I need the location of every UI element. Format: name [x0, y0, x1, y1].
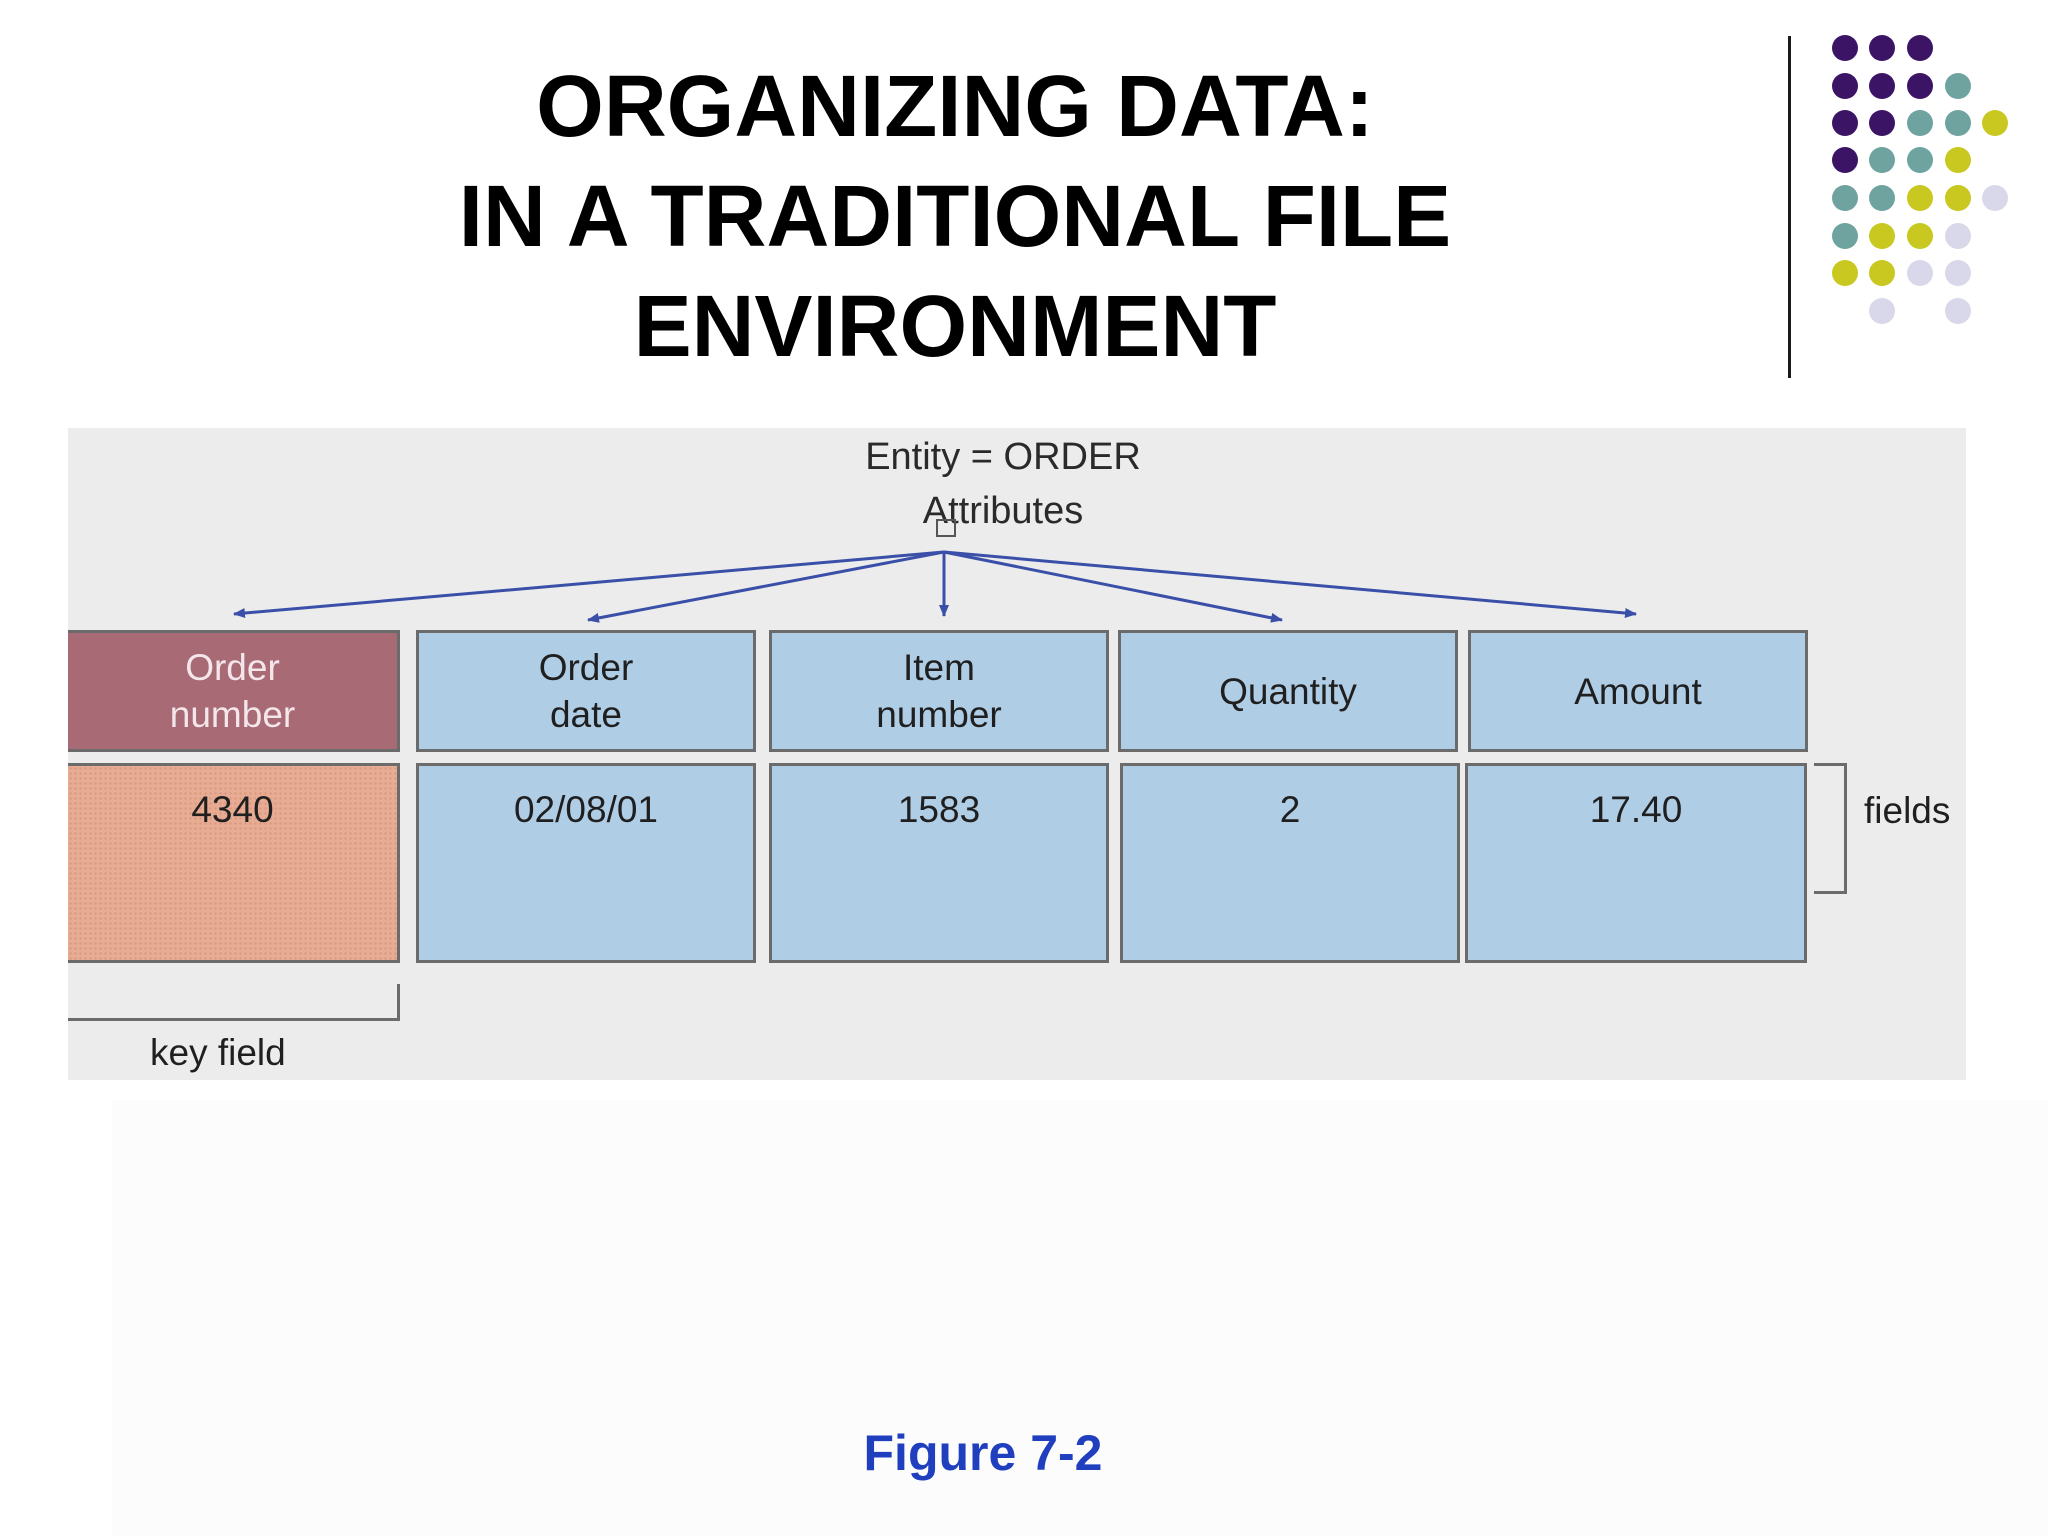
decorative-dot: [1869, 147, 1895, 173]
decorative-dot: [1832, 260, 1858, 286]
decorative-dot: [1832, 110, 1858, 136]
slide-background: [112, 1100, 2048, 1536]
field-value-text: 17.40: [1589, 789, 1683, 830]
decorative-dot: [1907, 147, 1933, 173]
field-value-text: 1583: [897, 789, 981, 830]
field-header-label: Quantity: [1219, 670, 1357, 712]
field-value-text: 02/08/01: [513, 789, 659, 830]
decorative-dot: [1832, 185, 1858, 211]
decorative-dot: [1945, 185, 1971, 211]
title-divider: [1788, 36, 1791, 378]
attributes-label: Attributes: [922, 490, 1084, 532]
field-value-amount: 17.40: [1465, 763, 1807, 963]
attribute-arrows: [233, 519, 1637, 623]
decorative-dot: [1832, 73, 1858, 99]
fields-bracket: [1814, 763, 1847, 894]
field-value-order-number: 4340: [68, 763, 400, 963]
decorative-dot: [1832, 147, 1858, 173]
field-header-order-date: Order date: [416, 630, 756, 752]
decorative-dot: [1945, 110, 1971, 136]
field-header-item-number: Item number: [769, 630, 1109, 752]
title-line-3: ENVIRONMENT: [633, 278, 1277, 375]
attribute-arrow: [943, 550, 1283, 623]
decorative-dot: [1869, 110, 1895, 136]
attribute-arrow: [233, 550, 945, 619]
decorative-dot: [1869, 35, 1895, 61]
field-header-amount: Amount: [1468, 630, 1808, 752]
decorative-dot: [1832, 35, 1858, 61]
decorative-dot: [1869, 298, 1895, 324]
fields-label: fields: [1864, 790, 1951, 831]
field-value-item-number: 1583: [769, 763, 1109, 963]
decorative-dot: [1907, 35, 1933, 61]
decorative-dot: [1869, 260, 1895, 286]
field-header-label: Order number: [169, 647, 296, 735]
field-header-label: Item number: [876, 647, 1002, 735]
field-value-text: 2: [1279, 789, 1301, 830]
entity-diagram: Entity = ORDER Attributes Order number O…: [68, 428, 1966, 1080]
decorative-dot: [1945, 260, 1971, 286]
figure-caption: Figure 7-2: [863, 1425, 1103, 1481]
key-field-label: key field: [150, 1032, 286, 1073]
attribute-arrow: [587, 550, 945, 623]
field-value-order-date: 02/08/01: [416, 763, 756, 963]
decorative-dot: [1869, 223, 1895, 249]
field-value-quantity: 2: [1120, 763, 1460, 963]
decorative-dot: [1869, 185, 1895, 211]
decorative-dot: [1907, 73, 1933, 99]
key-field-bracket: [68, 984, 400, 1021]
field-value-text: 4340: [191, 789, 274, 830]
entity-label: Entity = ORDER: [865, 436, 1141, 478]
attribute-arrow: [943, 550, 1637, 618]
field-header-label: Order date: [538, 647, 634, 735]
decorative-dot: [1832, 223, 1858, 249]
field-header-quantity: Quantity: [1118, 630, 1458, 752]
decorative-dot: [1907, 110, 1933, 136]
title-line-2: IN A TRADITIONAL FILE: [458, 168, 1452, 265]
decorative-dot: [1907, 260, 1933, 286]
field-header-order-number: Order number: [68, 630, 400, 752]
decorative-dot: [1869, 73, 1895, 99]
decorative-dot: [1982, 185, 2008, 211]
decorative-dot: [1907, 185, 1933, 211]
title-line-1: ORGANIZING DATA:: [536, 58, 1374, 155]
field-header-label: Amount: [1574, 670, 1702, 712]
decorative-dot: [1945, 223, 1971, 249]
decorative-dot: [1945, 298, 1971, 324]
decorative-dot: [1945, 73, 1971, 99]
slide-title: ORGANIZING DATA: IN A TRADITIONAL FILE E…: [330, 52, 1580, 382]
attributes-anchor-box: [936, 519, 956, 537]
decorative-dot: [1945, 147, 1971, 173]
decorative-dot: [1982, 110, 2008, 136]
decorative-dot: [1907, 223, 1933, 249]
